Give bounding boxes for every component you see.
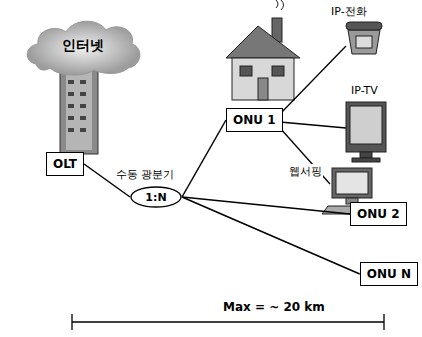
phone-icon: [346, 22, 382, 54]
distance-label: Max = ~ 20 km: [222, 300, 326, 314]
house-icon: [226, 0, 300, 100]
tv-icon: [346, 102, 386, 162]
cloud-label: 인터넷: [62, 37, 104, 55]
fiber-line: [182, 120, 226, 197]
device-label: IP-TV: [350, 84, 379, 97]
device-label: 웹서핑: [288, 164, 323, 179]
building-icon: [60, 62, 98, 154]
onu-box: ONU N: [360, 262, 418, 286]
splitter-ratio: 1:N: [145, 191, 166, 204]
box-label: ONU N: [367, 267, 411, 281]
splitter-ellipse: 수동 광분기1:N: [130, 186, 182, 208]
olt-box: OLT: [46, 152, 84, 176]
distance-bracket: [72, 314, 384, 330]
device-wire: [280, 46, 346, 184]
internet-cloud: 인터넷: [22, 16, 144, 76]
box-label: ONU 1: [233, 113, 276, 127]
fiber-line: [182, 197, 350, 214]
onu-box: ONU 2: [350, 202, 407, 226]
box-label: ONU 2: [357, 207, 400, 221]
onu-box: ONU 1: [226, 108, 283, 132]
box-label: OLT: [53, 157, 77, 171]
device-label: IP-전화: [330, 4, 368, 19]
fiber-line: [182, 197, 360, 274]
splitter-heading: 수동 광분기: [116, 167, 175, 182]
